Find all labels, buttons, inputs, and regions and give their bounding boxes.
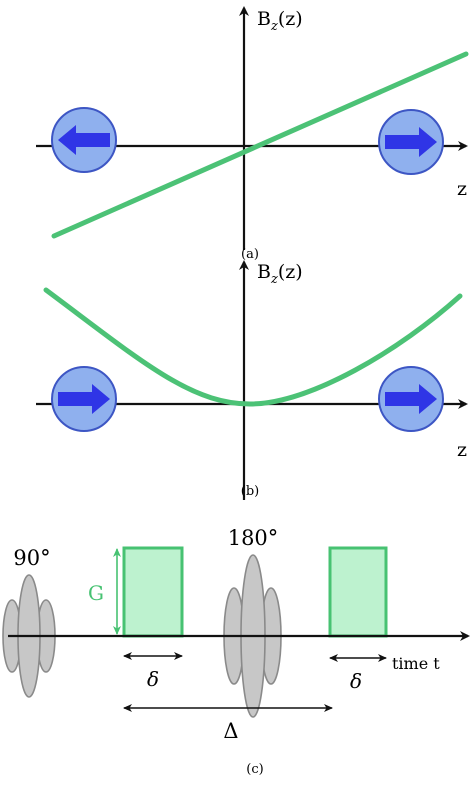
gradient-amplitude-label: G (88, 581, 104, 605)
panel-a-caption: (a) (241, 247, 259, 262)
panel-c: time t 90° 180° G δ δ Δ (c) (2, 526, 470, 777)
small-delta-label-2: δ (350, 669, 362, 693)
spin-arrow-right-icon (58, 384, 110, 414)
large-delta-label: Δ (223, 719, 238, 743)
panel-a-right-spin (378, 109, 444, 175)
spin-arrow-right-icon (385, 384, 437, 414)
panel-b-left-spin (51, 366, 117, 432)
panel-b-caption: (b) (241, 484, 259, 499)
panel-b-field-curve (43, 287, 463, 407)
panel-a-vertical-axis-label: Bz(z) (257, 8, 303, 34)
panel-a-horizontal-axis-label: z (457, 178, 467, 200)
panel-a-left-spin (51, 107, 117, 173)
panel-c-caption: (c) (246, 762, 263, 777)
rf-pulse-90-icon (2, 574, 56, 698)
spin-arrow-right-icon (385, 127, 437, 157)
spin-arrow-left-icon (58, 125, 110, 155)
time-axis-label: time t (392, 654, 440, 673)
panel-b-horizontal-axis-label: z (457, 439, 467, 461)
panel-b-right-spin (378, 366, 444, 432)
rf-pulse-180-label: 180° (228, 526, 279, 550)
panel-b: Bz(z) z (b) (36, 260, 468, 500)
rf-pulse-90-label: 90° (13, 546, 50, 570)
panel-b-vertical-axis-label: Bz(z) (257, 261, 303, 287)
gradient-pulse-2 (328, 546, 388, 638)
gradient-pulse-1 (122, 546, 184, 638)
panel-a-field-curve (51, 51, 469, 239)
panel-a: Bz(z) z (a) (36, 6, 469, 262)
small-delta-label-1: δ (147, 667, 159, 691)
